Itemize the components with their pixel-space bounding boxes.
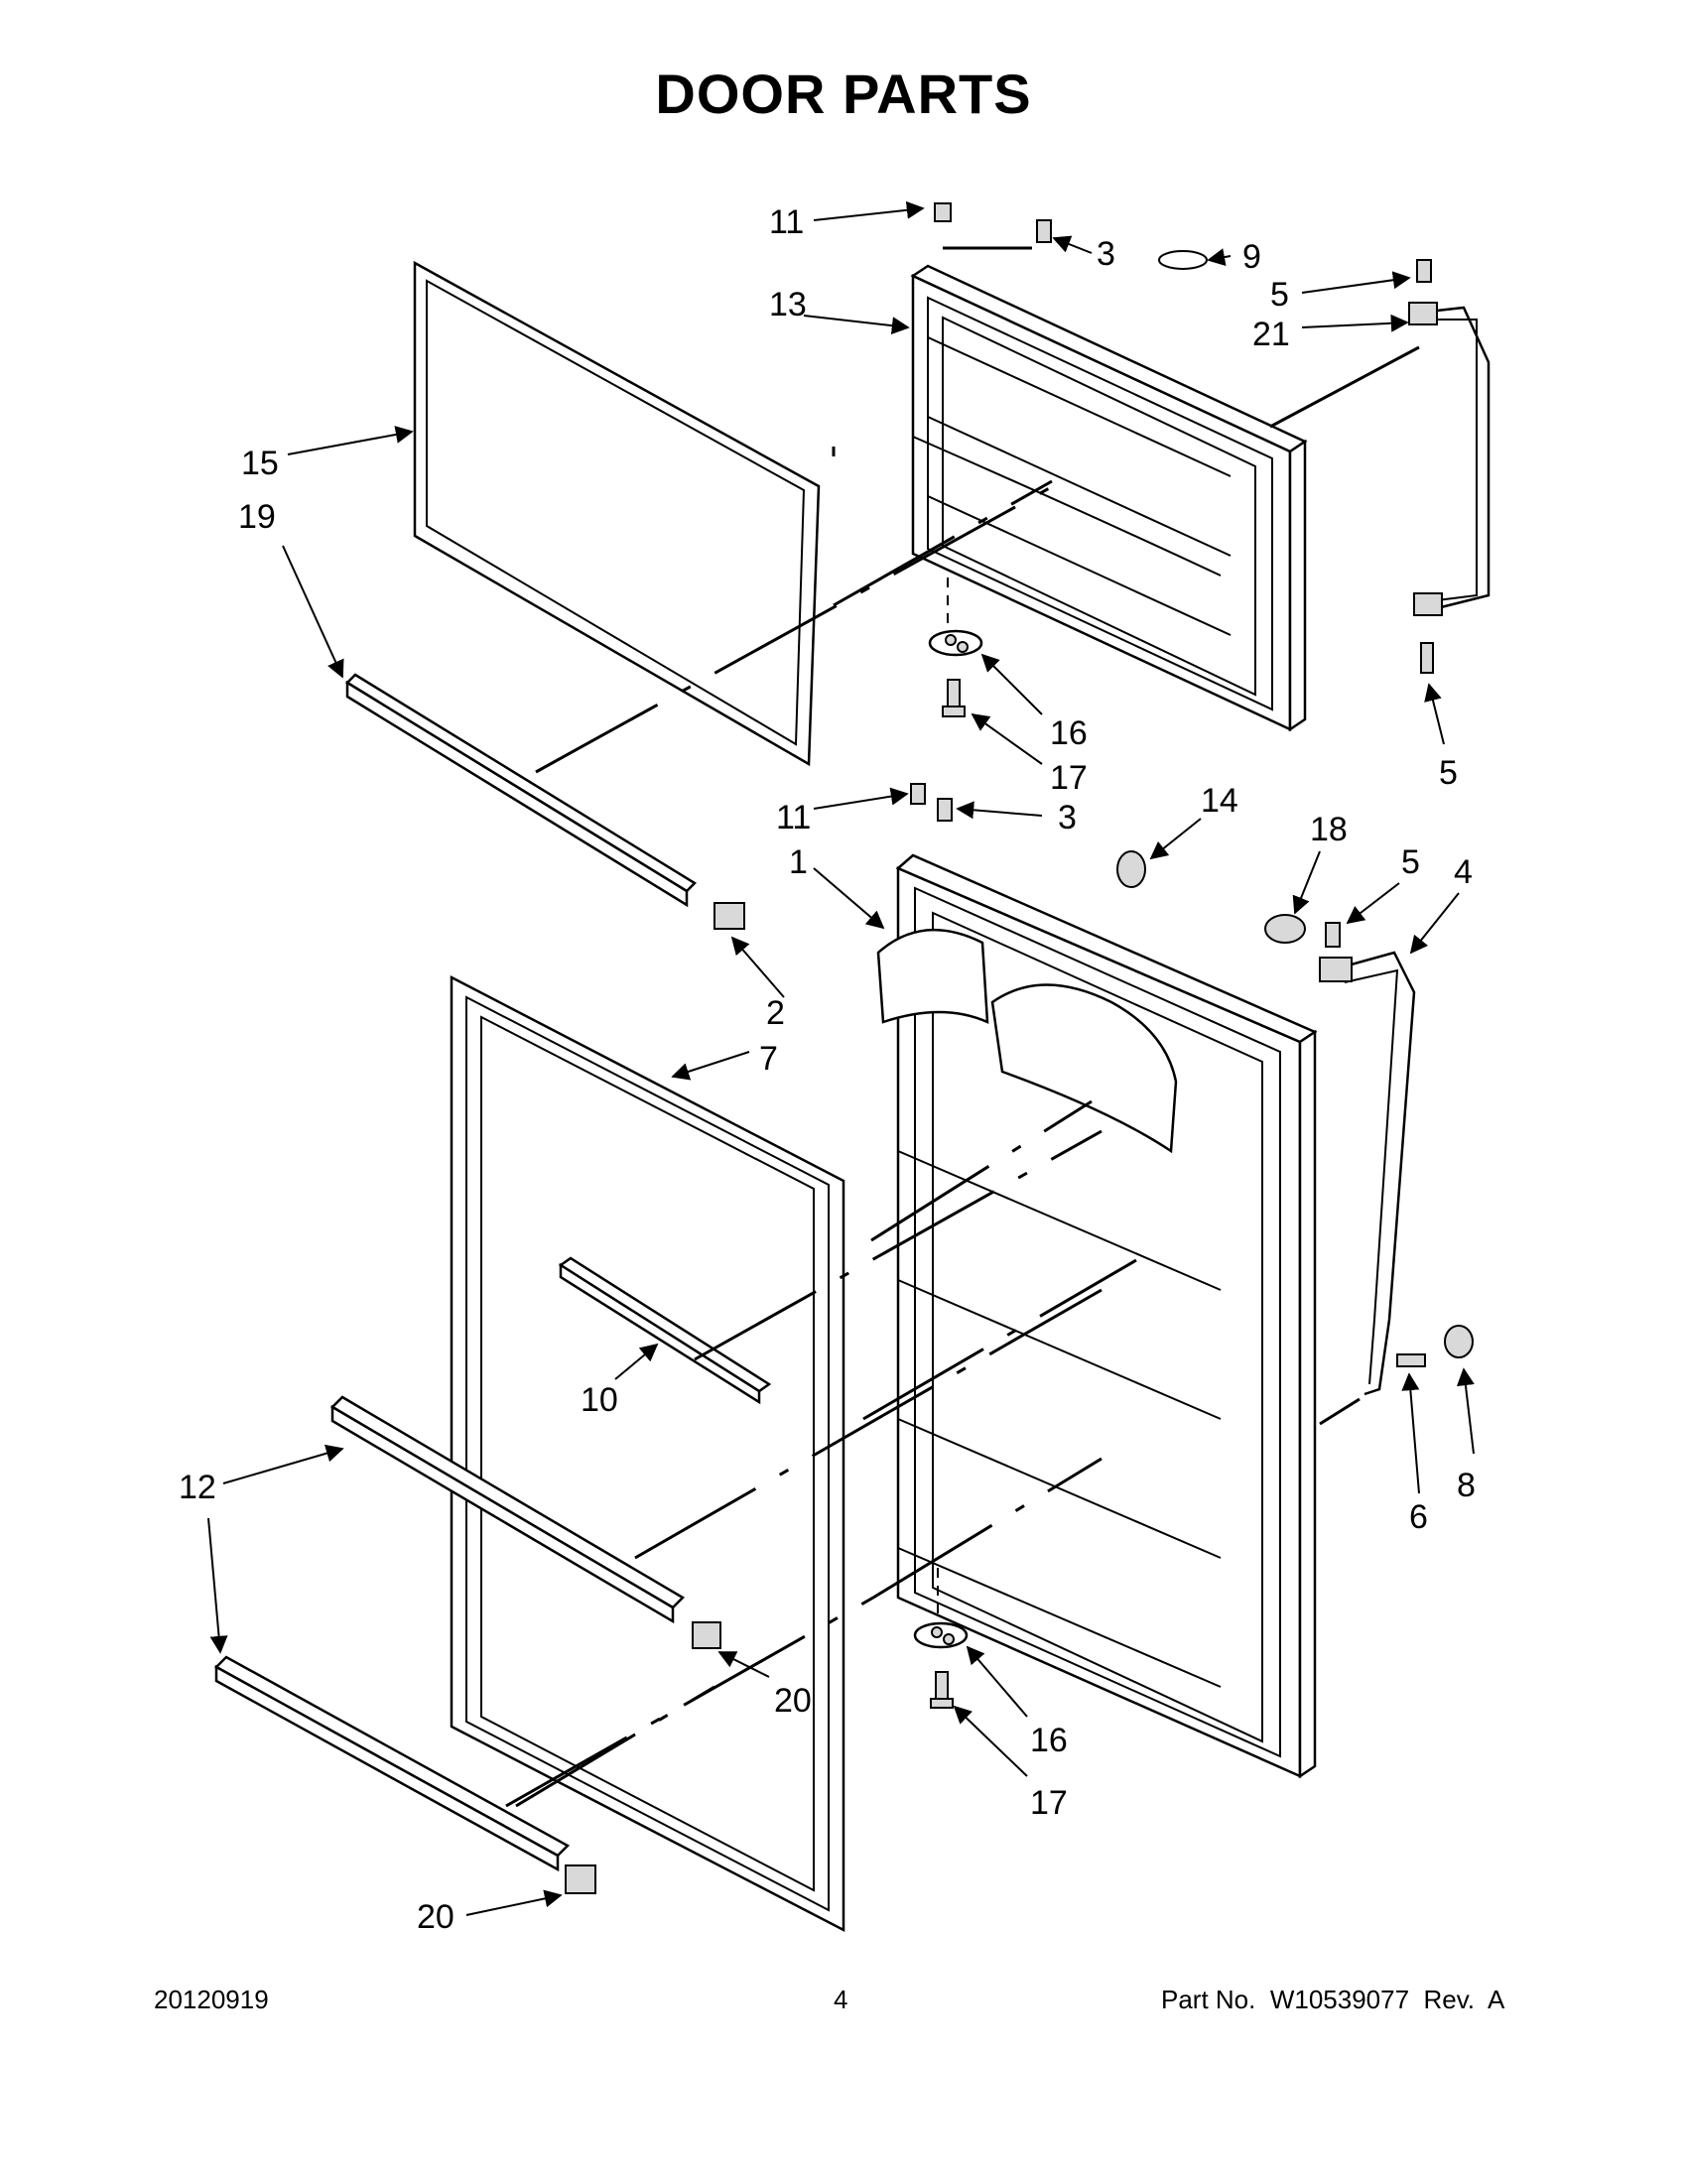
alignment-line xyxy=(505,1596,874,1808)
page-title: DOOR PARTS xyxy=(655,63,1032,125)
center-hinge-16 xyxy=(913,1621,969,1649)
refrigerator-door xyxy=(876,853,1318,1779)
callout-16-top: 16 xyxy=(1050,714,1088,752)
alignment-line xyxy=(515,1685,715,1808)
callout-14: 14 xyxy=(1201,782,1238,820)
freezer-door-handle xyxy=(1408,302,1491,616)
callout-17-bottom: 17 xyxy=(1030,1784,1068,1822)
callout-15: 15 xyxy=(241,445,279,482)
callout-7: 7 xyxy=(759,1040,778,1078)
callout-18: 18 xyxy=(1310,811,1348,848)
washer-9 xyxy=(1158,250,1208,270)
callout-13: 13 xyxy=(769,286,807,323)
callout-1: 1 xyxy=(789,843,808,881)
callout-20-upper: 20 xyxy=(774,1682,812,1720)
callout-5-mid: 5 xyxy=(1401,843,1420,881)
refrigerator-door-gasket xyxy=(450,974,845,1933)
hinge-screw-mid-3 xyxy=(937,798,953,822)
alignment-line xyxy=(872,1457,1103,1600)
refrigerator-door-handle xyxy=(1319,951,1416,1396)
door-plug-top-11 xyxy=(934,202,952,222)
freezer-door-gasket xyxy=(413,260,821,767)
footer-page-number: 4 xyxy=(834,1985,848,2014)
alignment-line xyxy=(870,1099,1093,1242)
callout-16-bottom: 16 xyxy=(1030,1722,1068,1759)
endcap-20-upper xyxy=(692,1621,721,1649)
shelf-retainer-bar-12-upper xyxy=(329,1395,686,1624)
handle-screw-6 xyxy=(1396,1353,1426,1367)
dairy-door-trim-10 xyxy=(558,1256,772,1405)
callout-21: 21 xyxy=(1252,316,1290,353)
callout-20-lower: 20 xyxy=(417,1898,454,1936)
callout-5-top: 5 xyxy=(1270,276,1289,314)
alignment-line xyxy=(694,1129,1103,1361)
alignment-line xyxy=(833,479,1053,607)
callout-12: 12 xyxy=(179,1469,216,1506)
alignment-line xyxy=(862,1258,1137,1421)
shelf-retainer-bar-12-lower xyxy=(213,1655,571,1872)
freezer-shelf-retainer-bar xyxy=(344,673,698,908)
callout-11-mid: 11 xyxy=(776,799,811,836)
callout-8: 8 xyxy=(1457,1467,1476,1504)
callout-11-top: 11 xyxy=(769,203,804,241)
handle-cap-8 xyxy=(1444,1325,1474,1358)
freezer-door xyxy=(910,264,1308,732)
callout-2: 2 xyxy=(766,994,785,1032)
alignment-line xyxy=(1319,1397,1361,1426)
alignment-line xyxy=(535,479,1063,774)
callout-9: 9 xyxy=(1242,238,1261,276)
footer-part-number: Part No. W10539077 Rev. A xyxy=(1161,1985,1505,2014)
callout-19: 19 xyxy=(238,498,276,536)
door-stop-14 xyxy=(1116,850,1146,888)
footer-date: 20120919 xyxy=(154,1985,269,2014)
callout-3-top: 3 xyxy=(1097,235,1115,273)
center-hinge-screw-17 xyxy=(930,1671,954,1709)
freezer-hinge-screw-17 xyxy=(942,679,966,717)
endcap-20-lower xyxy=(565,1864,596,1894)
callout-4: 4 xyxy=(1454,853,1473,891)
leader-arrows xyxy=(207,200,1475,1916)
door-plug-mid-11 xyxy=(910,783,926,805)
callout-5-freezer-handle: 5 xyxy=(1439,754,1458,792)
callout-6: 6 xyxy=(1409,1498,1428,1536)
hinge-screw-top-3 xyxy=(1036,219,1052,243)
callout-10: 10 xyxy=(581,1381,618,1419)
plug-button-18 xyxy=(1264,914,1306,944)
alignment-line xyxy=(1269,345,1420,429)
freezer-endcap xyxy=(714,902,745,930)
alignment-line xyxy=(634,1288,1103,1560)
freezer-hinge-16 xyxy=(928,629,983,657)
handle-screw-mid-5 xyxy=(1325,922,1341,948)
callout-17-top: 17 xyxy=(1050,759,1088,797)
callout-3-mid: 3 xyxy=(1058,799,1077,836)
handle-screw-bottom-5 xyxy=(1420,642,1434,674)
handle-screw-5 xyxy=(1416,259,1432,283)
